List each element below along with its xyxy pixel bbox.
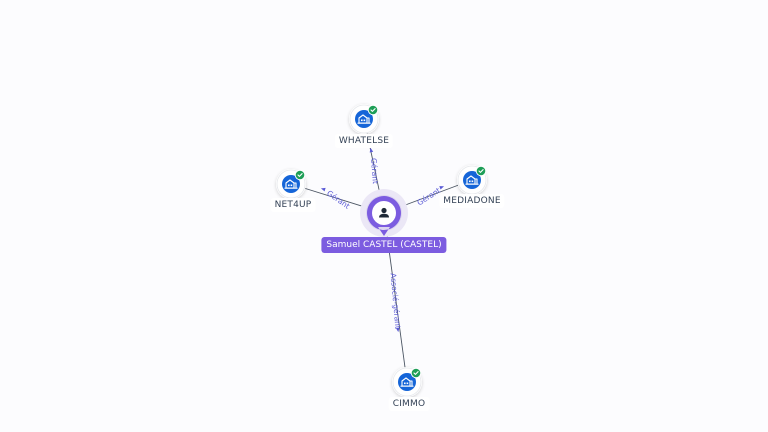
company-node-net4up[interactable]	[276, 169, 306, 199]
edge-arrow-cimmo	[395, 327, 400, 333]
company-label-net4up[interactable]: NET4UP	[270, 198, 316, 212]
edge-arrow-net4up	[320, 187, 326, 192]
building-icon	[284, 179, 298, 189]
company-label-cimmo[interactable]: CIMMO	[388, 397, 430, 411]
check-icon	[410, 367, 422, 379]
edge-label-cimmo: Associé-gérant	[389, 273, 403, 329]
check-icon	[294, 169, 306, 181]
person-icon	[379, 207, 389, 218]
edge-arrow-mediadone	[439, 186, 445, 190]
company-label-whatelse[interactable]: WHATELSE	[334, 134, 394, 148]
person-name-label[interactable]: Samuel CASTEL (CASTEL)	[321, 237, 447, 253]
edge-label-net4up: Gérant	[325, 189, 351, 211]
building-icon	[465, 175, 479, 185]
check-icon	[475, 165, 487, 177]
company-node-cimmo[interactable]	[392, 367, 422, 397]
building-icon	[357, 114, 371, 124]
edge-label-mediadone: Gérant	[415, 186, 442, 208]
building-icon	[400, 377, 414, 387]
person-node[interactable]	[360, 189, 408, 237]
edge-label-whatelse: Gérant	[369, 158, 380, 184]
company-node-whatelse[interactable]	[349, 104, 379, 134]
edge-arrow-whatelse	[369, 147, 374, 153]
company-label-mediadone[interactable]: MEDIADONE	[439, 194, 505, 208]
company-node-mediadone[interactable]	[457, 165, 487, 195]
check-icon	[367, 104, 379, 116]
